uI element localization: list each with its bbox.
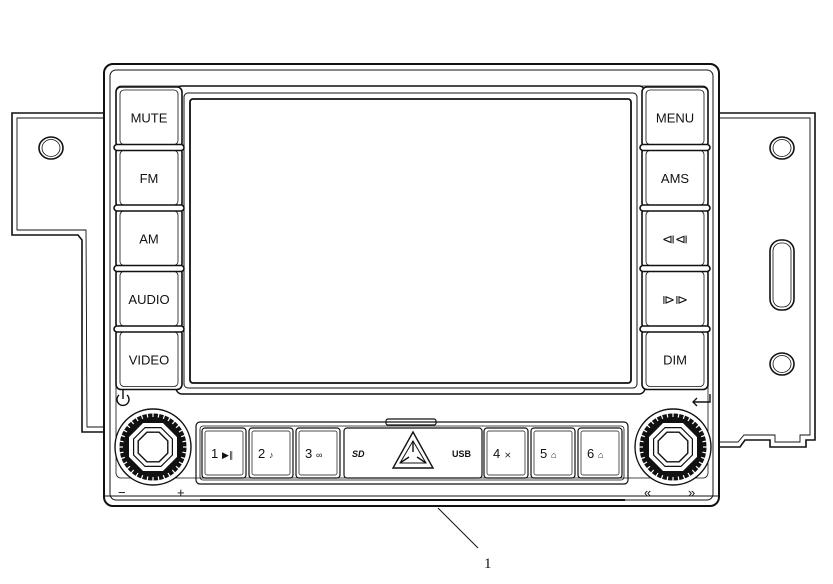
preset-5-folder-icon: ⌂ xyxy=(551,450,556,460)
am-label: AM xyxy=(139,231,159,246)
enter-return-icon xyxy=(692,394,711,407)
preset-4-shuffle-icon: ⨯ xyxy=(504,450,512,460)
dim-button[interactable]: DIM xyxy=(639,325,711,391)
callout-number: 1 xyxy=(484,556,492,572)
fm-label: FM xyxy=(140,171,159,186)
preset-buttons: 1▶∥2♪3∞4⨯5⌂6⌂ xyxy=(201,427,623,479)
left-button-column: MUTE FM AM AUDIO VIDEO xyxy=(113,86,185,391)
fm-button[interactable]: FM xyxy=(113,143,185,209)
tune-knob[interactable] xyxy=(634,408,712,486)
mute-label: MUTE xyxy=(131,110,168,125)
audio-button[interactable]: AUDIO xyxy=(113,264,185,330)
power-icon xyxy=(116,390,130,407)
preset-2-button[interactable]: 2♪ xyxy=(248,427,294,479)
right-bracket-slot xyxy=(769,239,795,311)
preset-1-button[interactable]: 1 ▶∥ xyxy=(201,427,247,479)
right-mounting-bracket xyxy=(718,112,816,448)
audio-label: AUDIO xyxy=(128,292,169,307)
next-track-button[interactable]: ⧐⧐ xyxy=(639,264,711,330)
ams-label: AMS xyxy=(661,171,690,186)
preset-button-strip xyxy=(195,418,629,485)
preset-1-play-pause-icon: ▶∥ xyxy=(222,450,233,460)
preset-4-number: 4 xyxy=(493,446,500,461)
usb-label: USB xyxy=(452,449,472,459)
preset-6-button[interactable]: 6⌂ xyxy=(577,427,623,479)
menu-label: MENU xyxy=(656,110,694,125)
ams-button[interactable]: AMS xyxy=(639,143,711,209)
right-button-column: MENU AMS ⧏⧏ ⧐⧐ DIM xyxy=(639,86,711,391)
media-slot-panel: SD USB xyxy=(343,427,483,479)
video-label: VIDEO xyxy=(129,352,169,367)
display-screen xyxy=(175,85,646,395)
volume-plus-label: + xyxy=(177,485,185,500)
mute-button[interactable]: MUTE xyxy=(115,86,183,149)
previous-track-label: ⧏⧏ xyxy=(662,231,688,246)
dim-label: DIM xyxy=(663,352,687,367)
preset-6-folder-icon: ⌂ xyxy=(598,450,603,460)
preset-3-number: 3 xyxy=(305,446,312,461)
seek-forward-label: » xyxy=(688,485,695,500)
preset-3-loop-icon: ∞ xyxy=(316,450,322,460)
preset-5-number: 5 xyxy=(540,446,547,461)
preset-3-button[interactable]: 3∞ xyxy=(295,427,341,479)
right-bracket-hole-top xyxy=(769,136,795,160)
left-bracket-hole xyxy=(38,136,64,160)
callout-leader: 1 xyxy=(437,507,492,572)
eject-triangle-icon[interactable] xyxy=(391,430,435,469)
sd-card-label: SD xyxy=(352,449,365,459)
preset-2-number: 2 xyxy=(258,446,265,461)
seek-back-label: « xyxy=(644,485,651,500)
volume-knob[interactable] xyxy=(114,408,192,486)
preset-5-button[interactable]: 5⌂ xyxy=(530,427,576,479)
preset-1-number: 1 xyxy=(211,446,218,461)
next-track-label: ⧐⧐ xyxy=(662,292,688,307)
right-bracket-hole-bottom xyxy=(769,352,795,376)
previous-track-button[interactable]: ⧏⧏ xyxy=(639,204,711,270)
am-button[interactable]: AM xyxy=(113,204,185,270)
preset-4-button[interactable]: 4⨯ xyxy=(483,427,529,479)
left-mounting-bracket xyxy=(11,112,104,433)
preset-6-number: 6 xyxy=(587,446,594,461)
preset-2-music-icon: ♪ xyxy=(269,450,274,460)
menu-button[interactable]: MENU xyxy=(641,86,709,149)
volume-minus-label: − xyxy=(118,485,126,500)
video-button[interactable]: VIDEO xyxy=(113,325,185,391)
